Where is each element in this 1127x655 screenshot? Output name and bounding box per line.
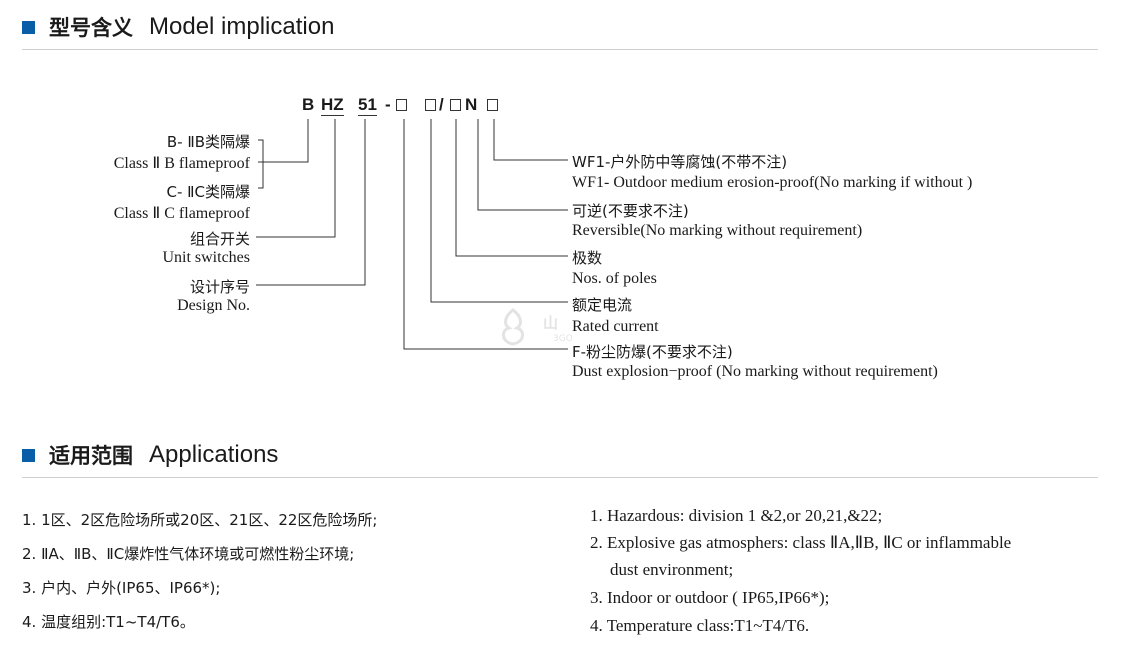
label-poles-zh: 极数	[572, 249, 603, 267]
list-item: 2. Explosive gas atmosphers: class ⅡA,ⅡB…	[590, 533, 1012, 552]
label-unit-switches-en: Unit switches	[162, 249, 250, 266]
code-box-current	[425, 99, 436, 111]
watermark-text-2: 3GO	[553, 334, 573, 344]
label-reversible-en: Reversible(No marking without requiremen…	[572, 222, 863, 239]
label-current-zh: 额定电流	[572, 296, 633, 314]
label-design-no-zh: 设计序号	[189, 278, 250, 296]
code-box-f	[396, 99, 407, 111]
connector-bracket	[258, 139, 264, 189]
applications-divider	[22, 477, 1098, 478]
label-class-c-zh: C- ⅡC类隔爆	[166, 183, 250, 201]
label-dust-zh: F-粉尘防爆(不要求不注)	[572, 343, 733, 361]
list-item-continuation: dust environment;	[610, 560, 734, 579]
section-square-icon	[22, 448, 35, 462]
label-unit-switches-zh: 组合开关	[189, 230, 250, 248]
label-class-c-en: Class Ⅱ C flameproof	[113, 205, 250, 222]
label-class-b-en: Class Ⅱ B flameproof	[113, 155, 250, 172]
label-dust-en: Dust explosion−proof (No marking without…	[572, 363, 938, 380]
connector-hz	[256, 119, 336, 238]
list-item: 3. 户内、户外(IP65、IP66*);	[22, 579, 221, 597]
section-square-icon	[22, 20, 35, 34]
model-title-zh: 型号含义	[49, 16, 133, 40]
connector-poles	[455, 119, 568, 257]
list-item: 1. 1区、2区危险场所或20区、21区、22区危险场所;	[22, 511, 378, 529]
connector-f	[403, 119, 568, 350]
list-item: 2. ⅡA、ⅡB、ⅡC爆炸性气体环境或可燃性粉尘环境;	[22, 545, 355, 563]
watermark-logo: 山 3GO	[497, 308, 573, 350]
applications-title-zh: 适用范围	[49, 444, 133, 468]
connector-b	[258, 119, 309, 163]
applications-section-header: 适用范围 Applications	[22, 440, 278, 470]
code-b: B	[302, 95, 315, 114]
model-section-header: 型号含义 Model implication	[22, 12, 334, 42]
model-title-en: Model implication	[149, 13, 335, 40]
connector-design-no	[256, 119, 366, 286]
connector-wf1	[493, 119, 568, 161]
code-box-wf1	[487, 99, 498, 111]
list-item: 3. Indoor or outdoor ( IP65,IP66*);	[590, 588, 830, 607]
list-item: 4. Temperature class:T1~T4/T6.	[590, 616, 810, 635]
applications-title-en: Applications	[149, 441, 279, 468]
list-item: 1. Hazardous: division 1 &2,or 20,21,&22…	[590, 506, 883, 525]
code-n: N	[465, 95, 478, 114]
model-divider	[22, 49, 1098, 50]
label-current-en: Rated current	[572, 318, 659, 335]
list-item: 4. 温度组别:T1~T4/T6。	[22, 613, 195, 631]
code-slash: /	[439, 95, 444, 114]
label-wf1-en: WF1- Outdoor medium erosion-proof(No mar…	[572, 174, 973, 191]
label-reversible-zh: 可逆(不要求不注)	[572, 202, 689, 220]
watermark-icon	[502, 308, 524, 346]
connector-current	[430, 119, 568, 303]
watermark-text-1: 山	[543, 314, 559, 332]
label-design-no-en: Design No.	[177, 297, 250, 314]
code-number: 51	[358, 95, 377, 116]
code-hz: HZ	[321, 95, 344, 116]
label-wf1-zh: WF1-户外防中等腐蚀(不带不注)	[572, 153, 788, 171]
label-class-b-zh: B- ⅡB类隔爆	[166, 133, 250, 151]
connector-reversible	[477, 119, 568, 211]
code-box-poles	[450, 99, 461, 111]
code-dash: -	[385, 95, 391, 114]
label-poles-en: Nos. of poles	[572, 270, 657, 287]
